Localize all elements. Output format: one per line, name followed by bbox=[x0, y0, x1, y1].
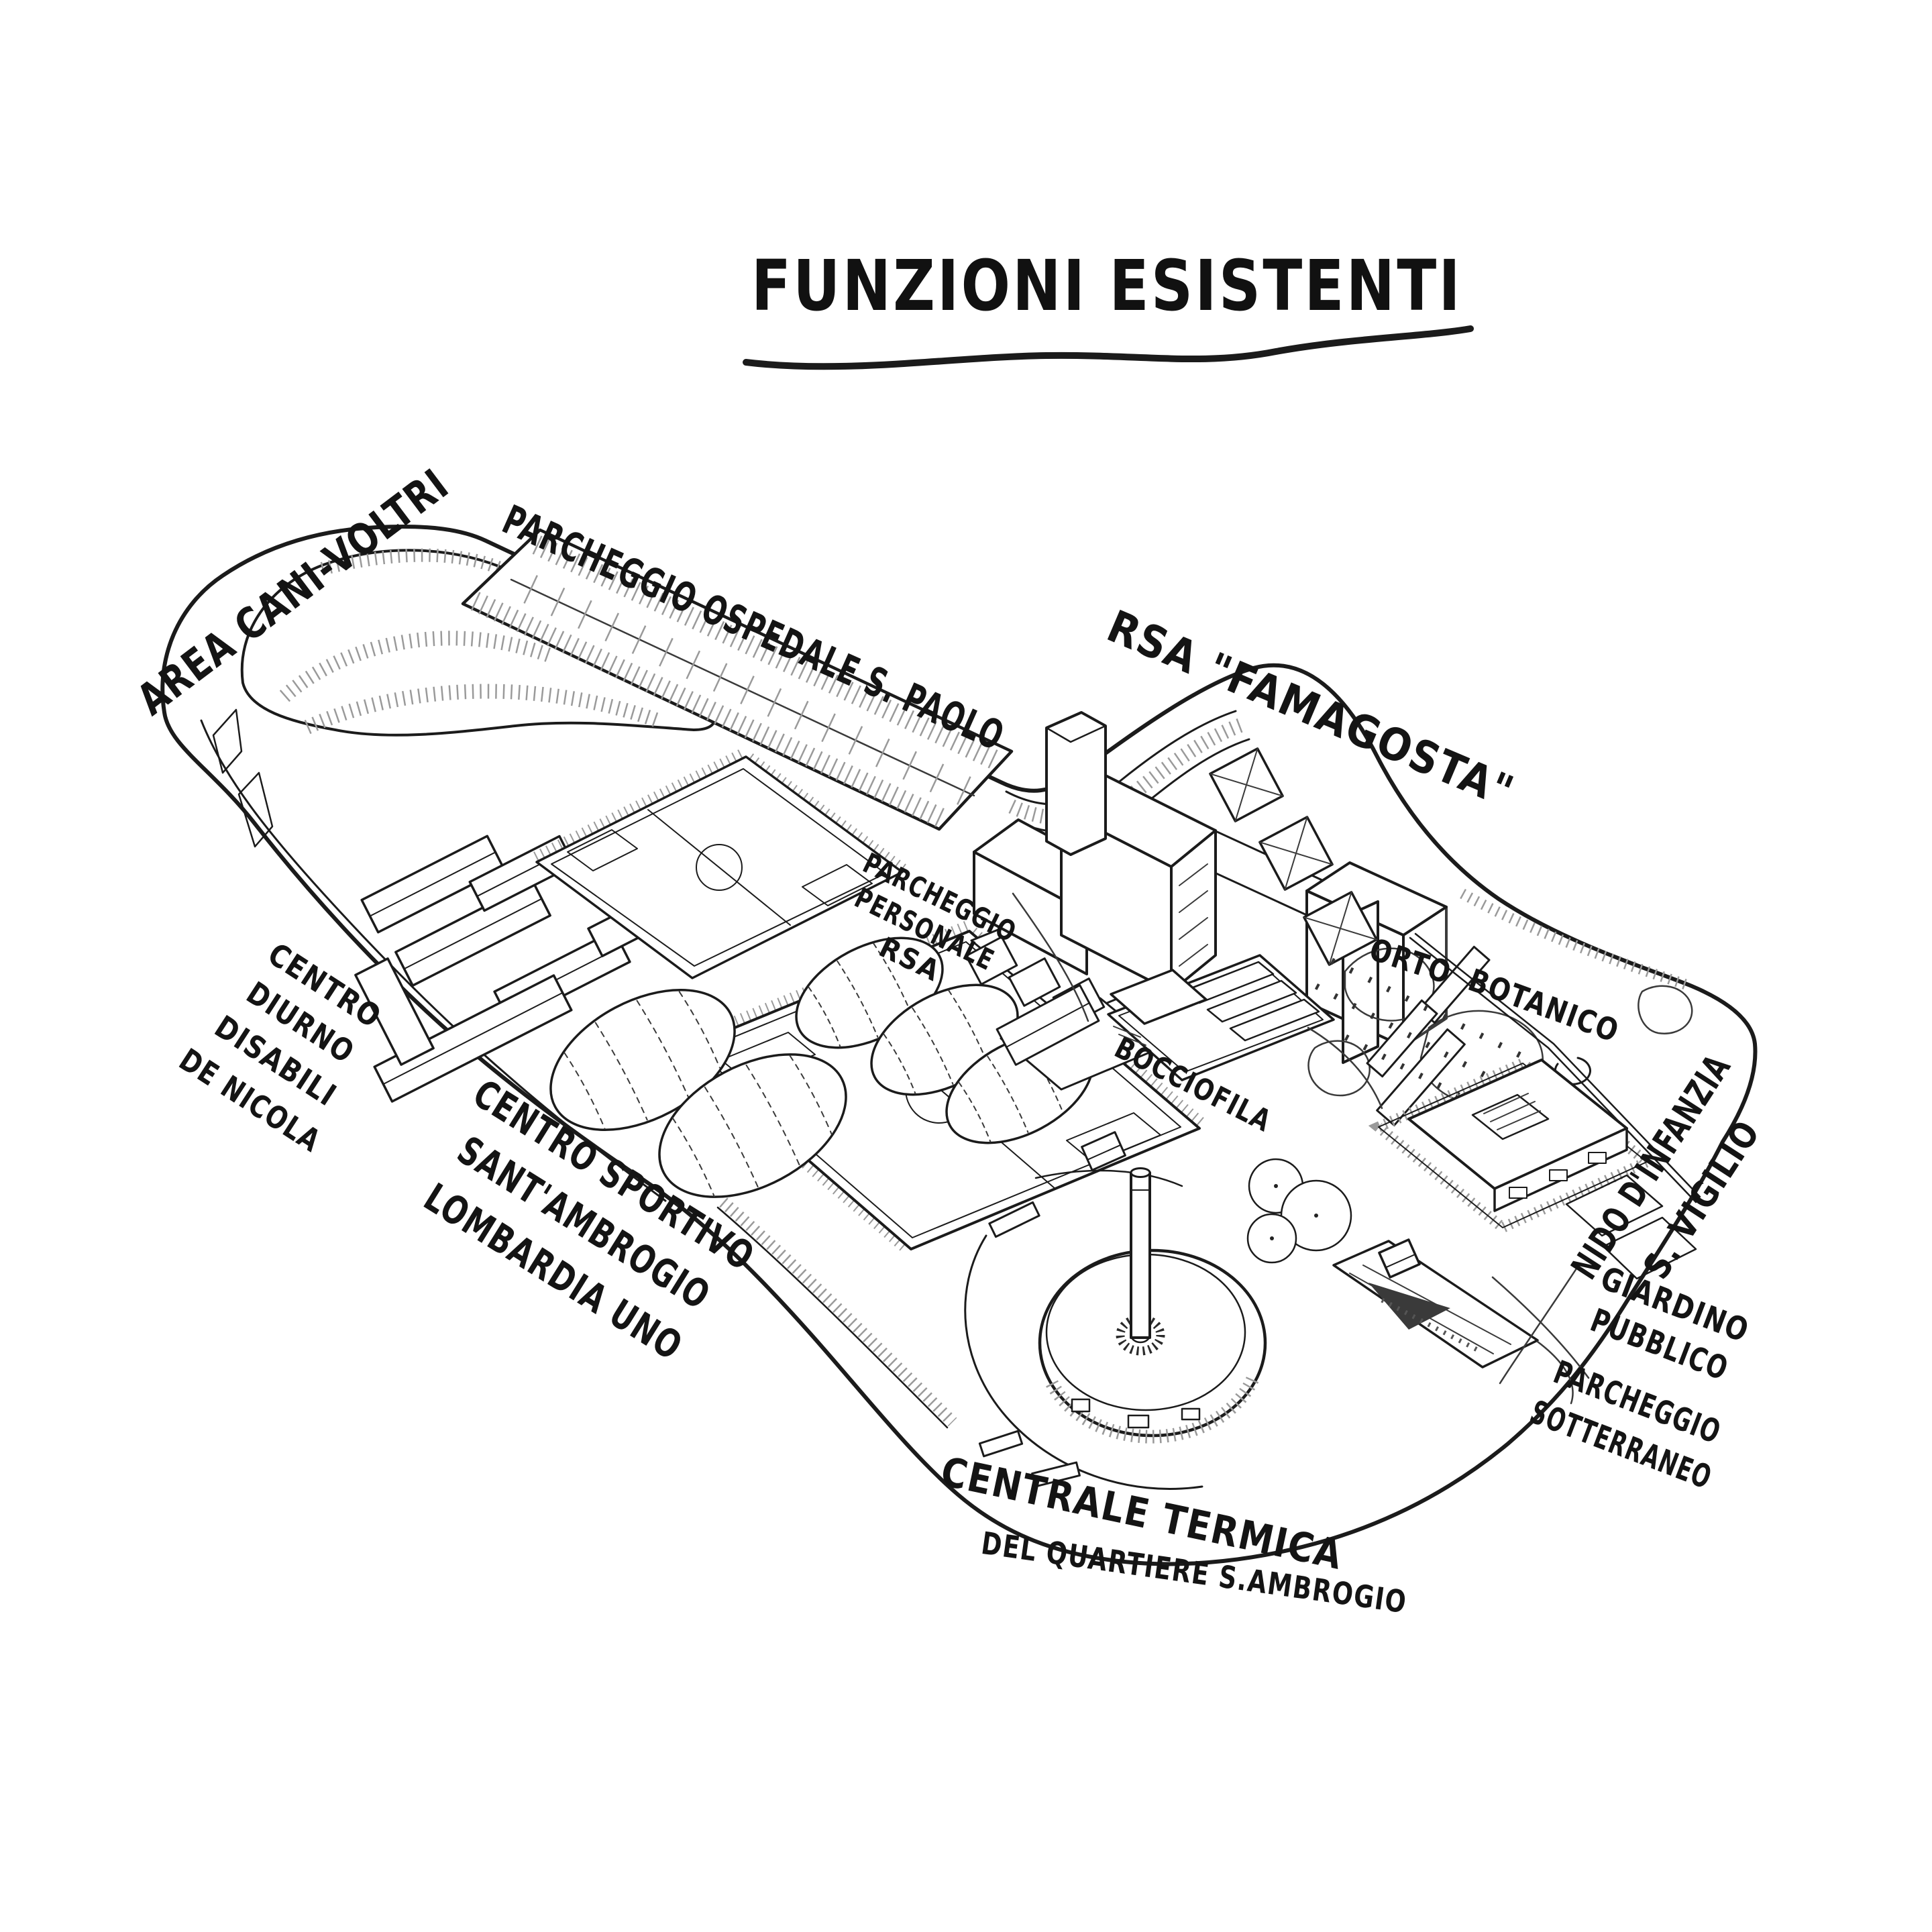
hedge-bottom-line bbox=[716, 1206, 949, 1429]
title-text: FUNZIONI ESISTENTI bbox=[751, 245, 1462, 327]
public-garden-paths bbox=[1012, 892, 1590, 1405]
perimeter-road bbox=[200, 719, 667, 1202]
title-underline bbox=[743, 325, 1474, 370]
botanical-garden bbox=[1314, 932, 1701, 1203]
road-island bbox=[212, 708, 274, 848]
bocciofila-courts bbox=[1107, 954, 1335, 1081]
hospital-parking-strip bbox=[461, 528, 1014, 831]
label-centro-diurno: CENTRO DIURNO DISABILI DE NICOLA bbox=[173, 936, 388, 1159]
site-plan bbox=[160, 524, 1758, 1566]
tent-domes bbox=[549, 936, 1094, 1198]
hedge-bottom-left bbox=[719, 1197, 957, 1427]
plant-kiosk bbox=[1081, 1131, 1126, 1171]
trees bbox=[1246, 1158, 1352, 1264]
underground-parking-ramp bbox=[1332, 1238, 1539, 1368]
page-title: FUNZIONI ESISTENTI bbox=[743, 245, 1474, 370]
chimney bbox=[1130, 1171, 1151, 1339]
soccer-field-north bbox=[533, 747, 909, 979]
thermal-plant bbox=[964, 1131, 1267, 1490]
nursery-building bbox=[1368, 1057, 1697, 1280]
